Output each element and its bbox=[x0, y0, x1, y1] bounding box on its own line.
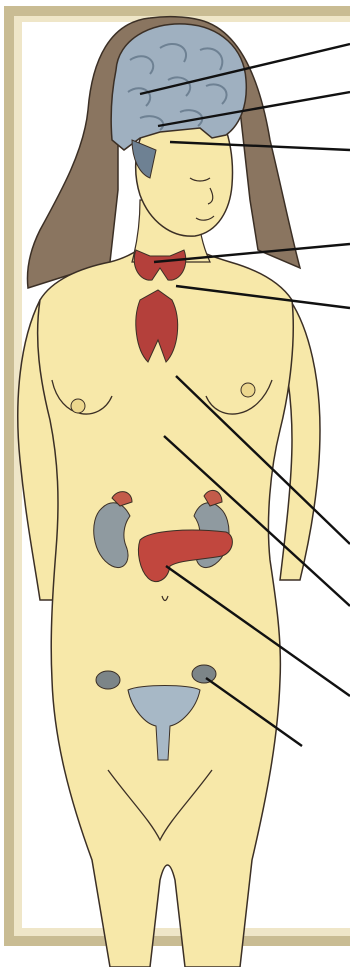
right-nipple bbox=[241, 383, 255, 397]
left-nipple bbox=[71, 399, 85, 413]
left-ovary bbox=[96, 671, 120, 689]
right-ovary bbox=[192, 665, 216, 683]
